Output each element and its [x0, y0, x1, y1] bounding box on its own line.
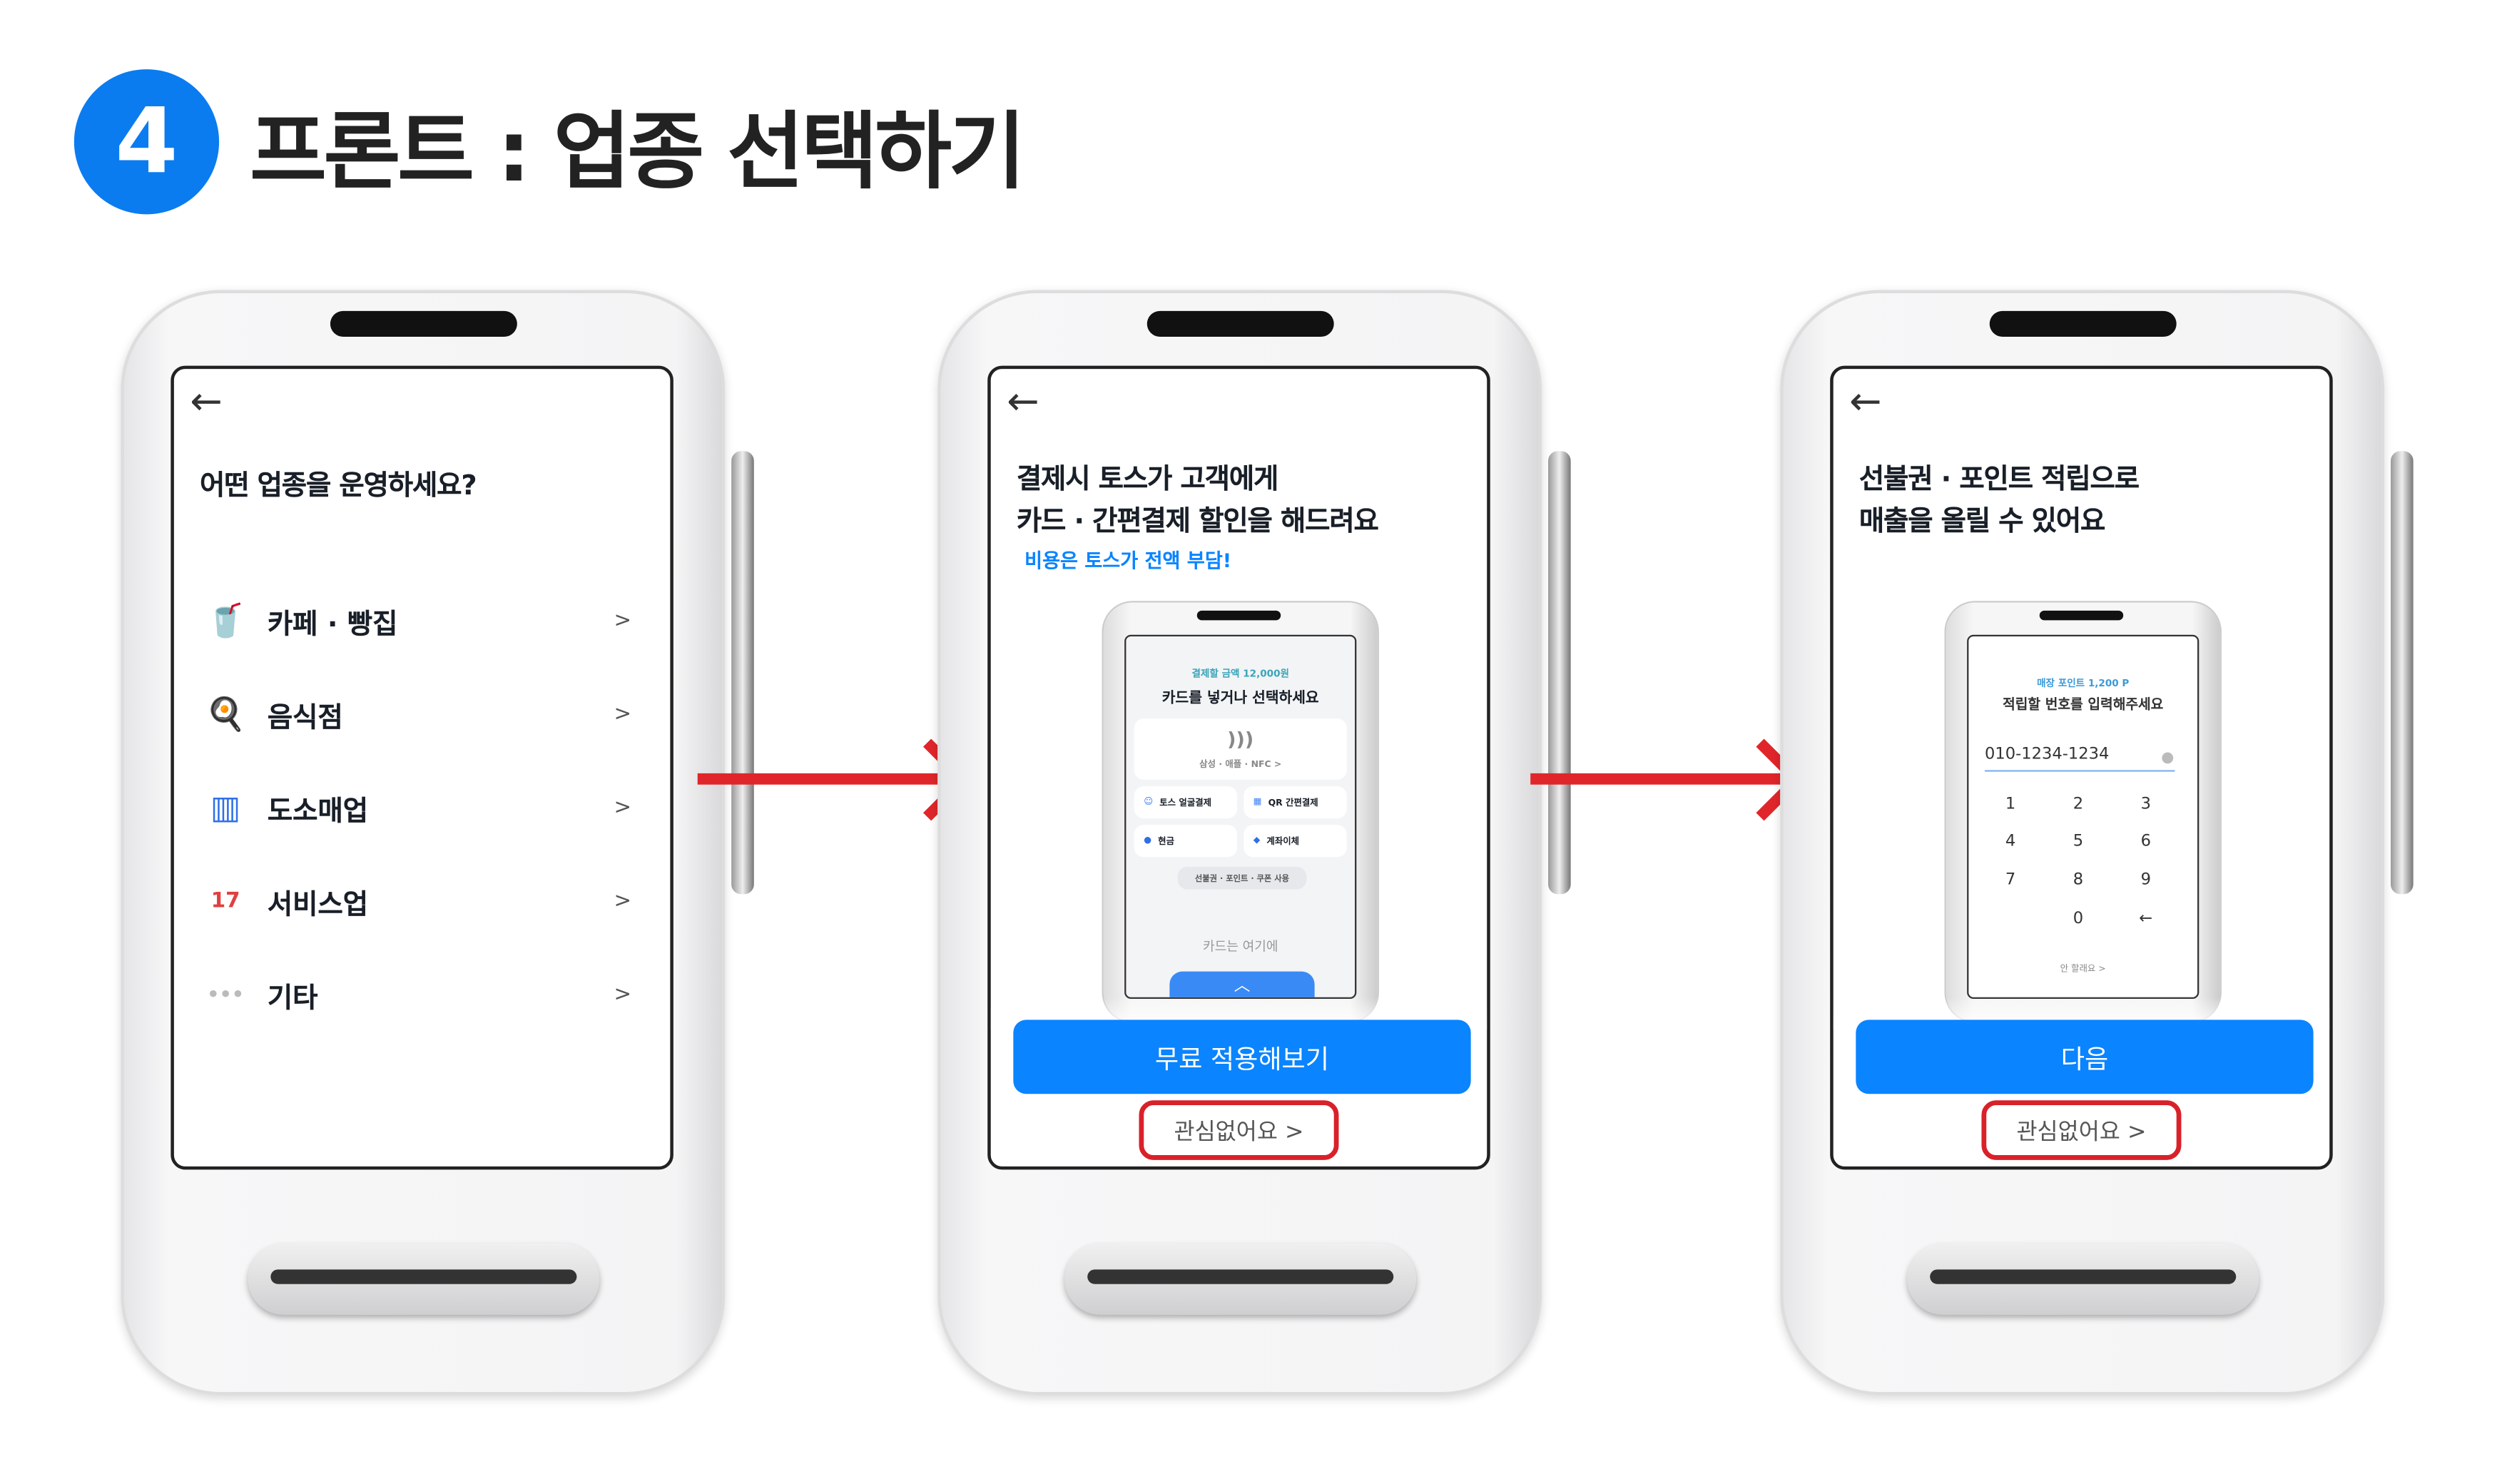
chevron-right-icon: >	[614, 701, 632, 726]
not-interested-link[interactable]: 관심없어요 >	[1139, 1100, 1339, 1160]
card-reader-slot	[247, 1244, 599, 1315]
card-reader-slot	[1064, 1244, 1415, 1315]
amount-label: 결제할 금액 12,000원	[1191, 669, 1289, 680]
side-card-slot	[1548, 451, 1571, 895]
phone-number-input[interactable]: 010-1234-1234	[1984, 746, 2175, 772]
chevron-right-icon: >	[614, 795, 632, 820]
flow-arrow	[697, 773, 956, 785]
title-line-1: 선불권 · 포인트 적립으로	[1858, 464, 2140, 497]
business-item-other[interactable]: ••• 기타 >	[196, 962, 631, 1026]
screen-discount-offer: ← 결제시 토스가 고객에게 카드 · 간편결제 할인을 해드려요 비용은 토스…	[987, 365, 1490, 1170]
transfer-icon: ◆	[1253, 835, 1261, 846]
key-3[interactable]: 3	[2140, 796, 2151, 814]
face-icon: ☺	[1144, 797, 1154, 808]
try-free-button[interactable]: 무료 적용해보기	[1013, 1020, 1471, 1094]
face-pay-tile[interactable]: ☺ 토스 얼굴결제	[1134, 786, 1238, 819]
transfer-tile[interactable]: ◆ 계좌이체	[1244, 825, 1347, 858]
item-label: 음식점	[267, 701, 343, 734]
item-label: 기타	[267, 982, 318, 1015]
flow-arrow	[1530, 773, 1789, 785]
title-line-2: 카드 · 간편결제 할인을 해드려요	[1016, 506, 1379, 539]
clear-icon[interactable]	[2162, 752, 2174, 764]
qr-pay-tile[interactable]: ▦ QR 간편결제	[1244, 786, 1347, 819]
preview-device: 결제할 금액 12,000원 카드를 넣거나 선택하세요 ))) 삼성 · 애플 …	[1103, 602, 1378, 1022]
key-5[interactable]: 5	[2073, 833, 2084, 851]
money-bag-icon: ●	[1144, 835, 1152, 846]
screen-business-type: ← 어떤 업종을 운영하세요? 🥤 카페 · 빵집 > 🍳 음식점 > ▥ 도소매업 > 1…	[171, 365, 673, 1170]
page-title: 프론트 : 업종 선택하기	[250, 104, 1026, 202]
points-tile[interactable]: 선불권 · 포인트 · 쿠폰 사용	[1177, 866, 1307, 890]
points-label: 매장 포인트 1,200 P	[2037, 678, 2130, 690]
nfc-tile[interactable]: ))) 삼성 · 애플 · NFC >	[1134, 718, 1347, 780]
qr-pay-label: QR 간편결제	[1268, 799, 1318, 809]
key-7[interactable]: 7	[2005, 871, 2016, 890]
camera-bar	[1196, 610, 1281, 621]
preview-device: 매장 포인트 1,200 P 적립할 번호를 입력해주세요 010-1234-1…	[1946, 602, 2220, 1022]
side-card-slot	[2391, 451, 2414, 895]
back-arrow-icon[interactable]: ←	[190, 378, 223, 424]
screen-points-offer: ← 선불권 · 포인트 적립으로 매출을 올릴 수 있어요 매장 포인트 1,2…	[1830, 365, 2333, 1170]
chevron-right-icon: >	[614, 982, 632, 1007]
preview-screen: 결제할 금액 12,000원 카드를 넣거나 선택하세요 ))) 삼성 · 애플 …	[1124, 634, 1357, 1000]
preview-heading: 카드를 넣거나 선택하세요	[1161, 691, 1319, 708]
business-item-retail[interactable]: ▥ 도소매업 >	[196, 775, 631, 839]
decline-link[interactable]: 안 할래요 >	[2060, 965, 2106, 975]
camera-bar	[1988, 310, 2176, 337]
step-badge: 4	[73, 69, 220, 215]
key-8[interactable]: 8	[2073, 871, 2084, 890]
item-label: 카페 · 빵집	[267, 608, 398, 641]
food-icon: 🍳	[205, 694, 246, 733]
preview-heading: 적립할 번호를 입력해주세요	[2003, 697, 2164, 714]
transfer-label: 계좌이체	[1266, 838, 1300, 848]
key-9[interactable]: 9	[2140, 871, 2151, 890]
title-line-2: 매출을 올릴 수 있어요	[1858, 506, 2106, 539]
qr-icon: ▦	[1253, 797, 1262, 808]
kiosk-device-1: ← 어떤 업종을 운영하세요? 🥤 카페 · 빵집 > 🍳 음식점 > ▥ 도소매업 > 1…	[121, 290, 754, 1396]
key-2[interactable]: 2	[2073, 796, 2084, 814]
card-reader-slot	[1906, 1244, 2258, 1315]
side-card-slot	[731, 451, 754, 895]
title-line-1: 결제시 토스가 고객에게	[1016, 464, 1279, 497]
key-4[interactable]: 4	[2005, 833, 2016, 851]
kiosk-device-3: ← 선불권 · 포인트 적립으로 매출을 올릴 수 있어요 매장 포인트 1,2…	[1780, 290, 2414, 1396]
chevron-up-icon[interactable]: ︿	[1169, 971, 1315, 997]
key-0[interactable]: 0	[2073, 910, 2084, 928]
screen-title: 어떤 업종을 운영하세요?	[200, 470, 477, 503]
face-pay-label: 토스 얼굴결제	[1159, 799, 1212, 809]
preview-screen: 매장 포인트 1,200 P 적립할 번호를 입력해주세요 010-1234-1…	[1967, 634, 2200, 1000]
item-label: 도소매업	[267, 795, 369, 828]
contactless-icon: )))	[1227, 728, 1254, 751]
cash-label: 현금	[1158, 838, 1175, 848]
kiosk-device-2: ← 결제시 토스가 고객에게 카드 · 간편결제 할인을 해드려요 비용은 토스…	[937, 290, 1571, 1396]
item-label: 서비스업	[267, 888, 369, 921]
cash-tile[interactable]: ● 현금	[1134, 825, 1238, 858]
more-icon: •••	[207, 982, 245, 1006]
next-button[interactable]: 다음	[1856, 1020, 2314, 1094]
key-1[interactable]: 1	[2005, 796, 2016, 814]
not-interested-link[interactable]: 관심없어요 >	[1981, 1100, 2182, 1160]
key-6[interactable]: 6	[2140, 833, 2151, 851]
chevron-right-icon: >	[614, 608, 632, 633]
business-item-service[interactable]: 17 서비스업 >	[196, 868, 631, 932]
back-arrow-icon[interactable]: ←	[1007, 378, 1039, 424]
chevron-right-icon: >	[614, 888, 632, 913]
camera-bar	[2039, 610, 2124, 621]
nfc-label: 삼성 · 애플 · NFC >	[1199, 760, 1282, 771]
barcode-icon: ▥	[210, 788, 241, 827]
coffee-icon: 🥤	[205, 601, 246, 640]
card-here-label: 카드는 여기에	[1202, 939, 1278, 954]
backspace-key[interactable]: ←	[2139, 910, 2153, 928]
business-item-cafe[interactable]: 🥤 카페 · 빵집 >	[196, 588, 631, 652]
calendar-icon: 17	[210, 888, 240, 913]
camera-bar	[329, 310, 517, 337]
business-item-restaurant[interactable]: 🍳 음식점 >	[196, 681, 631, 746]
back-arrow-icon[interactable]: ←	[1849, 378, 1882, 424]
camera-bar	[1146, 310, 1333, 337]
subtitle: 비용은 토스가 전액 부담!	[1024, 549, 1232, 572]
